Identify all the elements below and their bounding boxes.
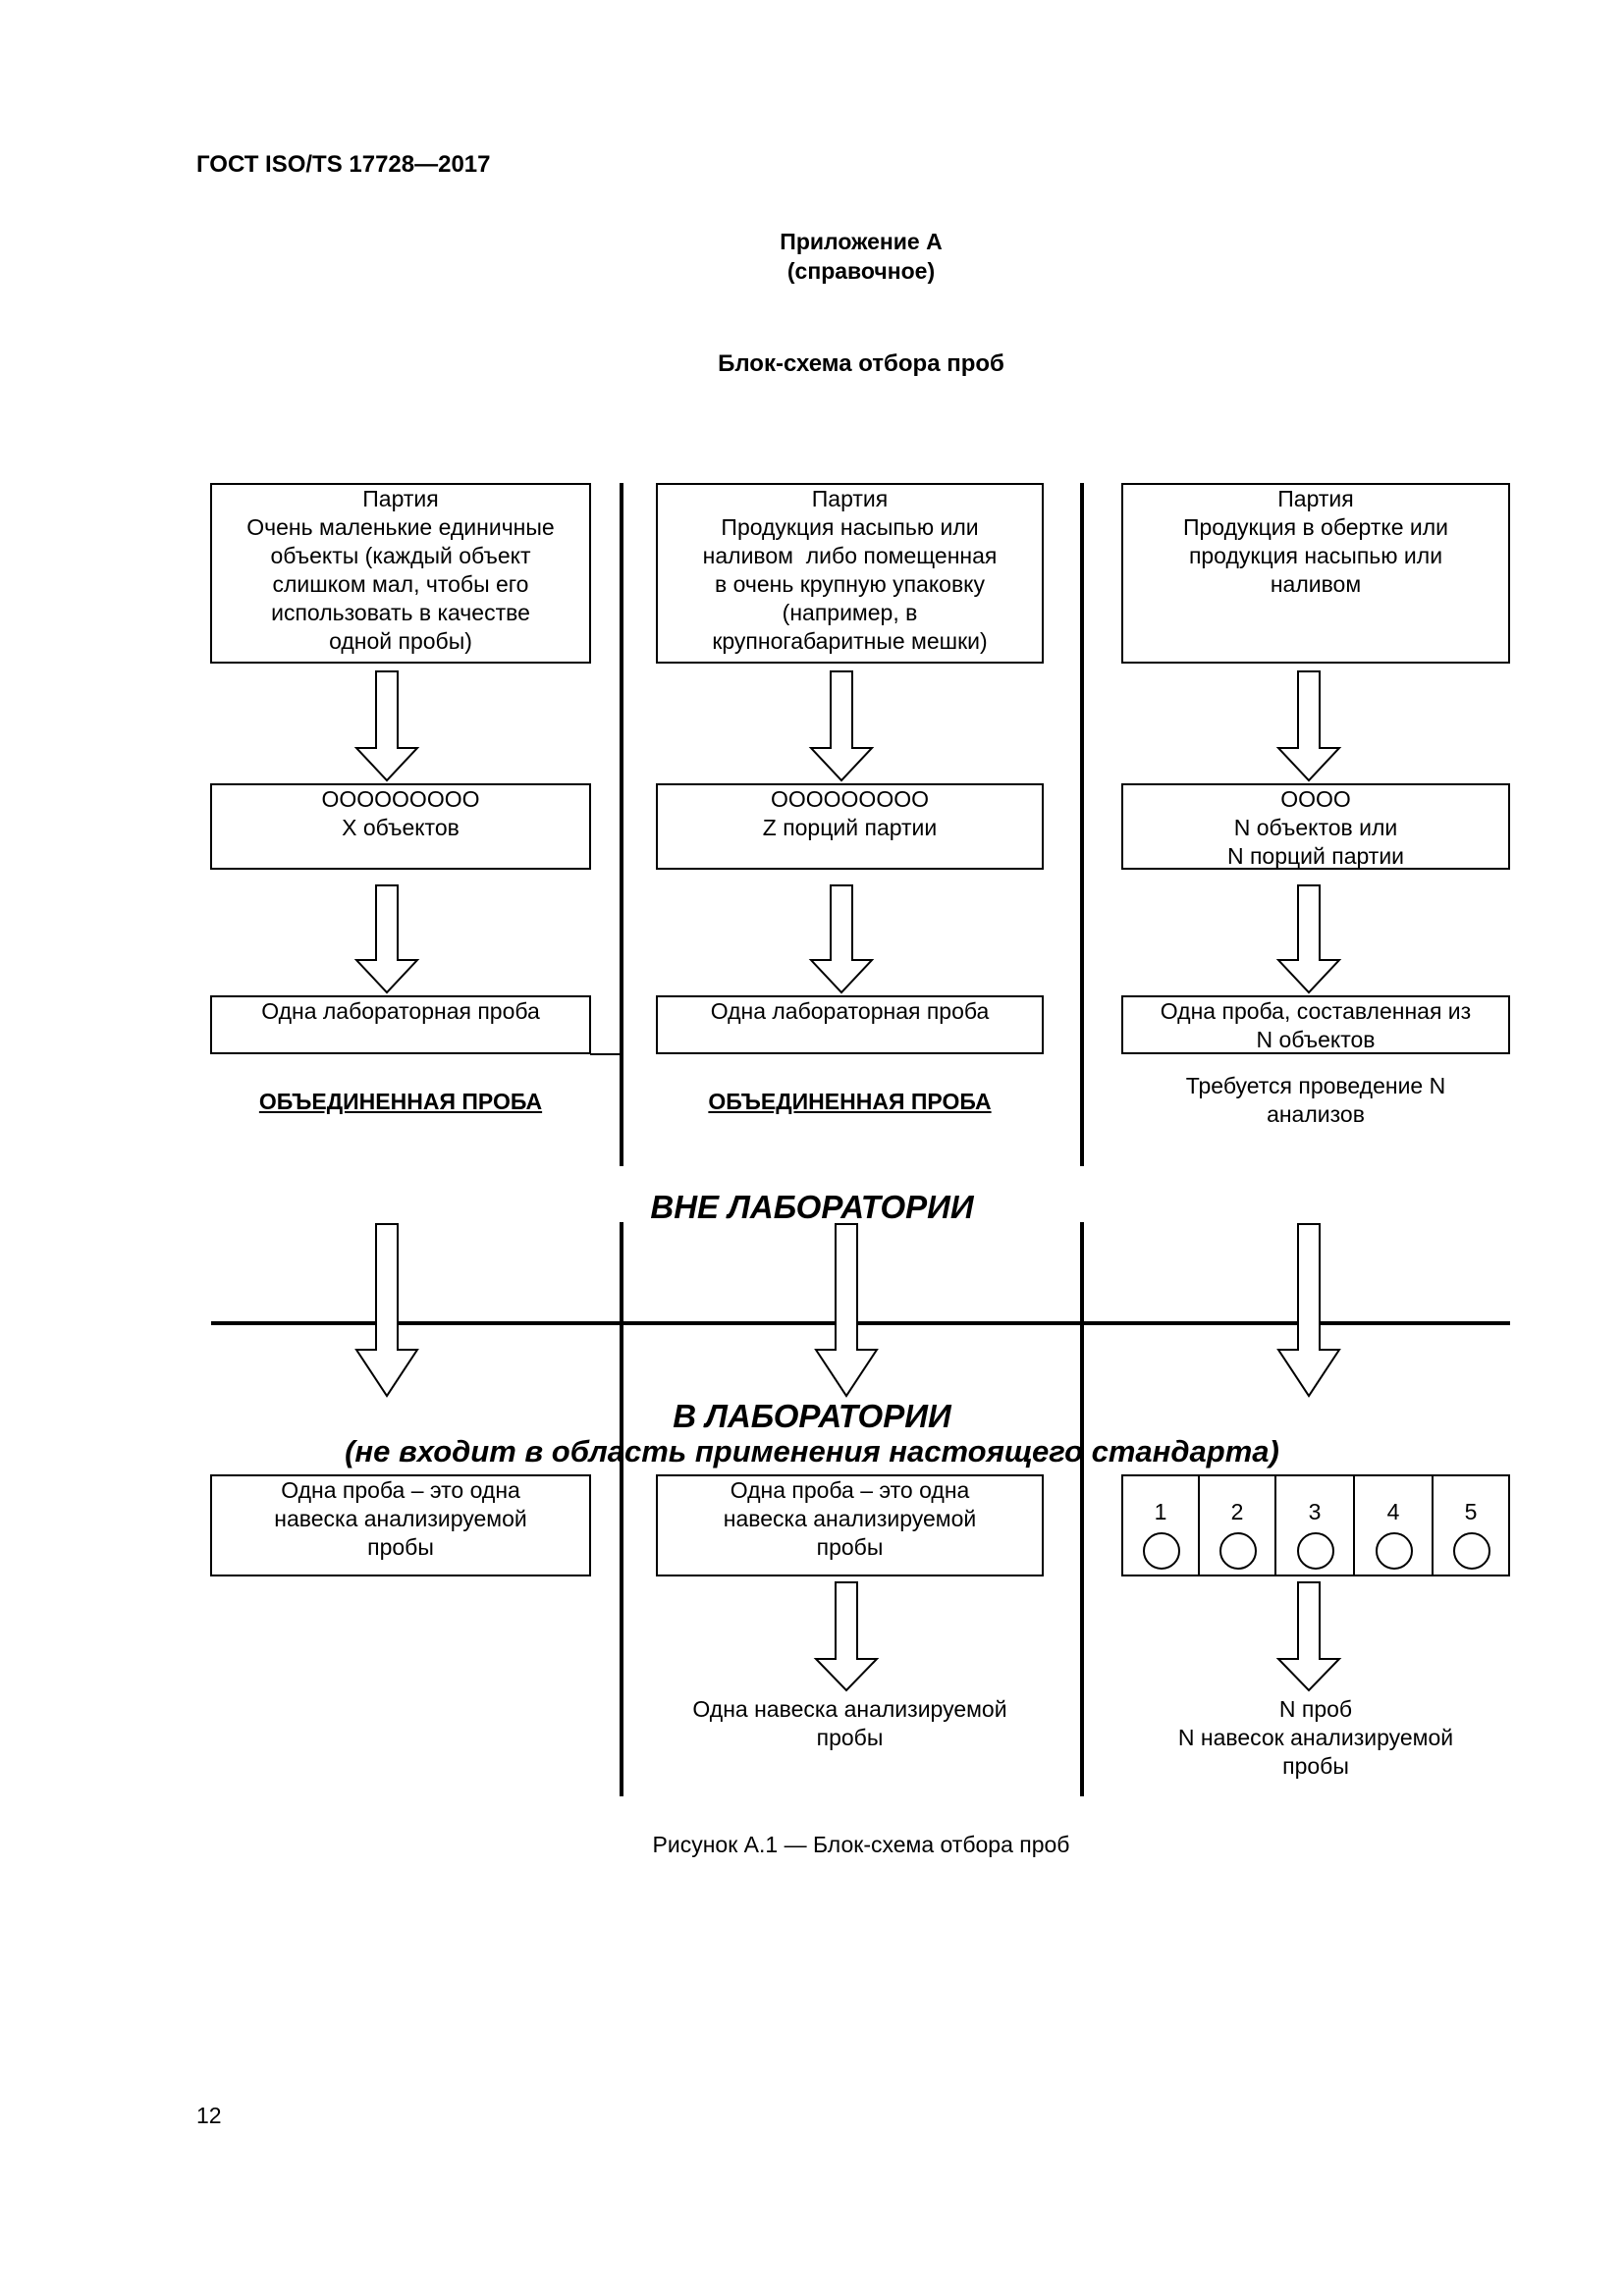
cell-number: 2 — [1230, 1499, 1244, 1524]
circle-icon — [1219, 1532, 1257, 1570]
cell-2: 2 — [1198, 1474, 1276, 1576]
arrow-down-icon — [1275, 1581, 1342, 1692]
items-text: ООООООООО Х объектов — [321, 786, 480, 840]
arrow-down-icon — [353, 670, 420, 782]
circle-icon — [1453, 1532, 1490, 1570]
lot-text: Партия Продукция насыпью или наливом либ… — [702, 486, 998, 654]
lot-text: Партия Продукция в обертке или продукция… — [1182, 486, 1448, 597]
circle-icon — [1376, 1532, 1413, 1570]
composite-sample-label-col1: ОБЪЕДИНЕННАЯ ПРОБА — [258, 1089, 543, 1114]
arrow-down-icon — [1275, 884, 1342, 994]
lot-box-col2: Партия Продукция насыпью или наливом либ… — [656, 483, 1044, 664]
composite-sample-label-col2: ОБЪЕДИНЕННАЯ ПРОБА — [708, 1089, 992, 1114]
cell-5: 5 — [1432, 1474, 1510, 1576]
figure-caption: Рисунок А.1 — Блок-схема отбора проб — [652, 1832, 1070, 1857]
arrow-down-icon — [353, 884, 420, 994]
lab-sample-box-col3: Одна проба, составленная из N объектов — [1121, 995, 1510, 1054]
lab-sample-text: Одна лабораторная проба — [261, 998, 540, 1024]
lab-sample-box-col1: Одна лабораторная проба — [210, 995, 591, 1054]
document-id: ГОСТ ISO/TS 17728—2017 — [196, 151, 491, 178]
in-lab-text: Одна проба – это одна навеска анализируе… — [274, 1477, 527, 1560]
lab-sample-text: Одна лабораторная проба — [710, 998, 990, 1024]
lot-box-col3: Партия Продукция в обертке или продукция… — [1121, 483, 1510, 664]
lot-text: Партия Очень маленькие единичные объекты… — [246, 486, 555, 654]
cell-1: 1 — [1121, 1474, 1200, 1576]
lot-box-col1: Партия Очень маленькие единичные объекты… — [210, 483, 591, 664]
cell-number: 4 — [1386, 1499, 1400, 1524]
items-text: ОООО N объектов или N порций партии — [1226, 786, 1405, 869]
cell-number: 1 — [1154, 1499, 1167, 1524]
arrow-down-icon — [354, 1223, 419, 1398]
annex-title: Приложение А — [780, 229, 943, 254]
scope-note: (не входит в область применения настояще… — [345, 1434, 1279, 1468]
lab-sample-box-col2: Одна лабораторная проба — [656, 995, 1044, 1054]
result-text-col3: N проб N навесок анализируемой пробы — [1177, 1696, 1454, 1779]
items-box-col2: ООООООООО Z порций партии — [656, 783, 1044, 870]
cell-4: 4 — [1353, 1474, 1434, 1576]
arrow-down-icon — [808, 670, 875, 782]
result-text-col2: Одна навеска анализируемой пробы — [692, 1696, 1007, 1750]
cell-number: 5 — [1464, 1499, 1478, 1524]
circle-icon — [1297, 1532, 1334, 1570]
lab-sample-text: Одна проба, составленная из N объектов — [1160, 998, 1472, 1052]
in-lab-box-col1: Одна проба – это одна навеска анализируе… — [210, 1474, 591, 1576]
arrow-down-icon — [813, 1581, 880, 1692]
arrow-down-icon — [1276, 1223, 1341, 1398]
page-number: 12 — [196, 2103, 222, 2128]
cell-number: 3 — [1308, 1499, 1322, 1524]
annex-subtitle: (справочное) — [786, 258, 936, 284]
arrow-down-icon — [814, 1223, 879, 1398]
analysis-note-col3: Требуется проведение N анализов — [1185, 1073, 1446, 1127]
circle-icon — [1143, 1532, 1180, 1570]
in-lab-box-col2: Одна проба – это одна навеска анализируе… — [656, 1474, 1044, 1576]
arrow-down-icon — [1275, 670, 1342, 782]
diagram-title: Блок-схема отбора проб — [718, 350, 1004, 377]
outside-lab-label: ВНЕ ЛАБОРАТОРИИ — [650, 1189, 974, 1225]
in-lab-text: Одна проба – это одна навеска анализируе… — [723, 1477, 977, 1560]
arrow-down-icon — [808, 884, 875, 994]
cell-3: 3 — [1274, 1474, 1355, 1576]
inside-lab-label: В ЛАБОРАТОРИИ — [673, 1398, 951, 1434]
items-box-col3: ОООО N объектов или N порций партии — [1121, 783, 1510, 870]
items-text: ООООООООО Z порций партии — [762, 786, 938, 840]
items-box-col1: ООООООООО Х объектов — [210, 783, 591, 870]
